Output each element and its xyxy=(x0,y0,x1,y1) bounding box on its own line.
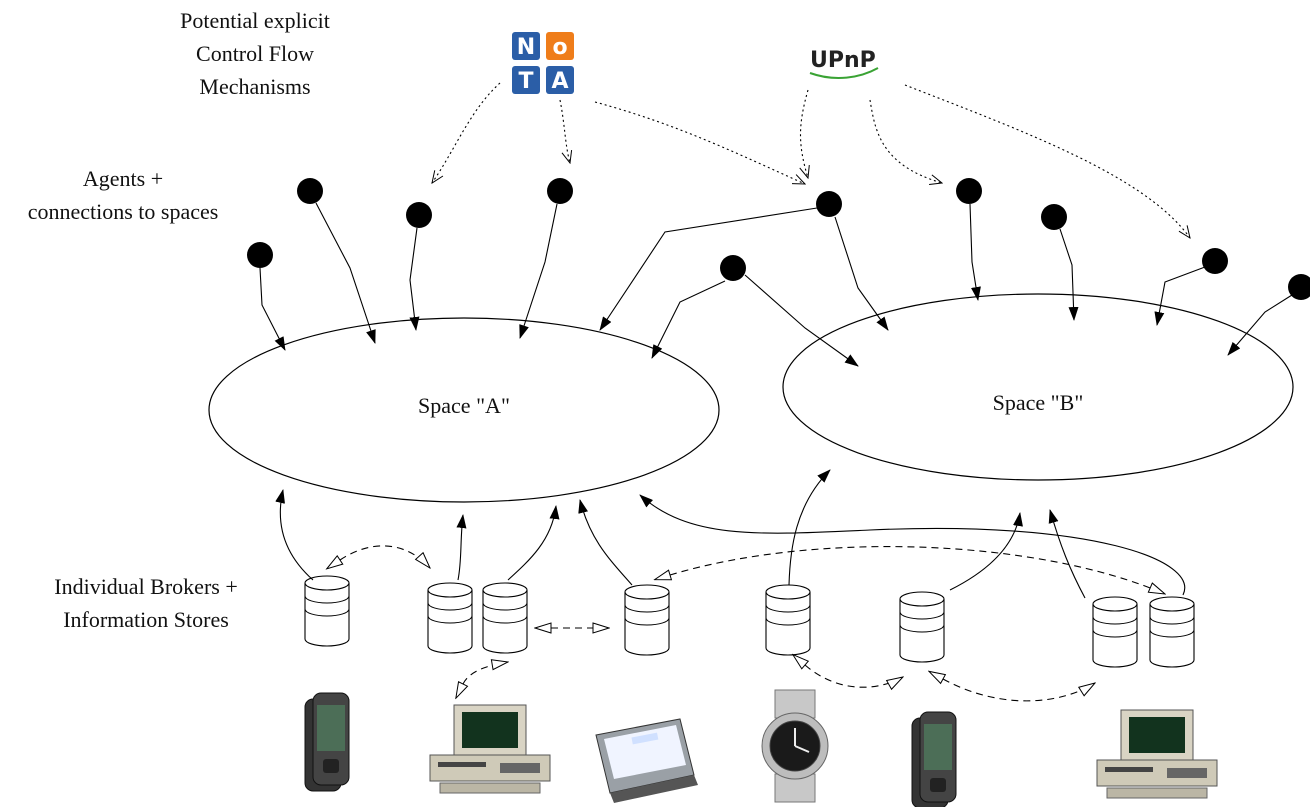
broker-cylinder xyxy=(624,584,670,656)
nota-logo: N o T A xyxy=(512,32,574,94)
broker-cylinder xyxy=(304,575,350,647)
agent-node xyxy=(720,255,746,281)
wristwatch-device xyxy=(761,689,829,803)
control-flow-line-1: Potential explicit xyxy=(180,8,330,33)
agent-node xyxy=(816,191,842,217)
control-flow-arrows xyxy=(432,82,1190,238)
broker-links xyxy=(340,545,1165,702)
upnp-logo: UPnP xyxy=(809,48,879,79)
broker-cylinder xyxy=(1149,596,1195,668)
svg-text:A: A xyxy=(551,69,568,94)
space-a-ellipse xyxy=(208,317,720,503)
broker-cylinder xyxy=(427,582,473,654)
agents-label: Agents + connections to spaces xyxy=(0,162,246,228)
agent-node xyxy=(956,178,982,204)
broker-cylinder xyxy=(1092,596,1138,668)
broker-cylinder xyxy=(765,584,811,656)
agent-connections xyxy=(259,202,1293,367)
internet-tablet-device xyxy=(595,718,698,803)
broker-cylinder xyxy=(899,591,945,663)
desktop-computer-device xyxy=(1096,709,1218,799)
svg-text:N: N xyxy=(517,35,535,60)
broker-cylinder xyxy=(482,582,528,654)
devices xyxy=(304,689,1218,807)
agent-node xyxy=(1041,204,1067,230)
svg-text:T: T xyxy=(518,69,533,94)
agent-node xyxy=(406,202,432,228)
phone-device xyxy=(911,711,957,807)
control-flow-line-3: Mechanisms xyxy=(199,74,311,99)
brokers-label: Individual Brokers + Information Stores xyxy=(20,570,272,636)
space-a-label: Space "A" xyxy=(418,393,510,418)
agent-node xyxy=(1288,274,1310,300)
broker-connections xyxy=(275,469,1186,599)
agent-node xyxy=(297,178,323,204)
phone-device xyxy=(304,692,350,792)
brokers-line-2: Information Stores xyxy=(63,607,229,632)
svg-text:UPnP: UPnP xyxy=(810,48,876,73)
control-flow-label: Potential explicit Control Flow Mechanis… xyxy=(140,4,370,103)
agent-node xyxy=(547,178,573,204)
space-b-label: Space "B" xyxy=(992,390,1084,415)
brokers xyxy=(304,575,1195,668)
agents-line-1: Agents + xyxy=(82,166,164,191)
control-flow-line-2: Control Flow xyxy=(196,41,314,66)
agents xyxy=(247,178,1310,300)
space-b-ellipse xyxy=(782,293,1294,481)
agent-node xyxy=(247,242,273,268)
brokers-line-1: Individual Brokers + xyxy=(54,574,238,599)
svg-text:o: o xyxy=(552,35,567,60)
agent-node xyxy=(1202,248,1228,274)
agents-line-2: connections to spaces xyxy=(27,199,219,224)
desktop-computer-device xyxy=(429,704,551,794)
